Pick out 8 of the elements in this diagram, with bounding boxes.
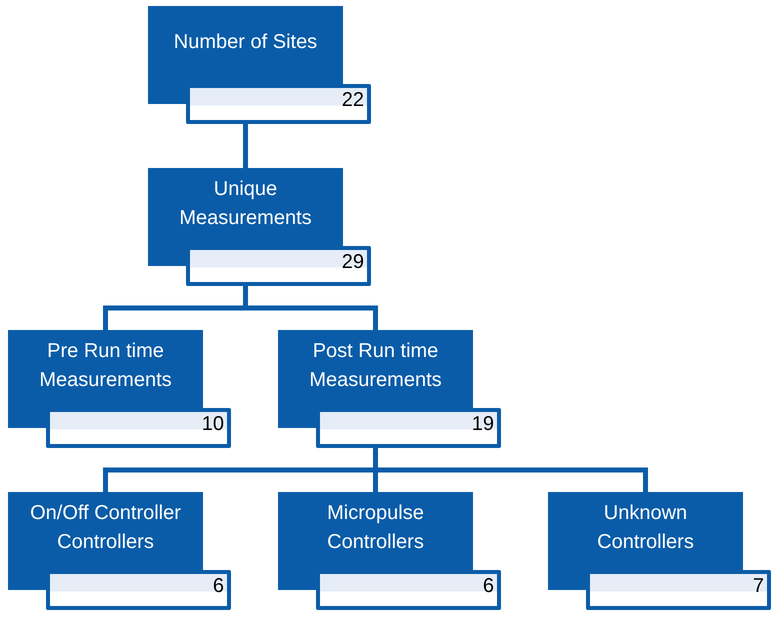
connector-line <box>243 124 248 168</box>
count-value: 6 <box>46 570 231 610</box>
count-value: 6 <box>316 570 501 610</box>
count-value: 29 <box>186 246 371 286</box>
count-value: 7 <box>586 570 771 610</box>
count-value: 19 <box>316 408 501 448</box>
count-value: 22 <box>186 84 371 124</box>
count-value: 10 <box>46 408 231 448</box>
